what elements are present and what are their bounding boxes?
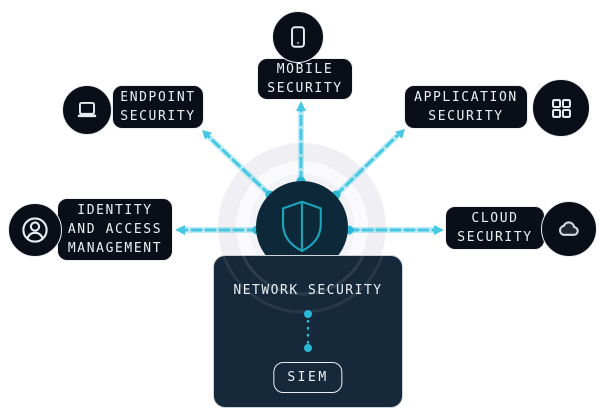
node-label-line: SECURITY <box>120 109 196 124</box>
node-mobile-security-badge <box>272 11 324 63</box>
node-application-security: APPLICATION SECURITY <box>404 85 528 129</box>
node-label-line: IDENTITY <box>77 203 153 218</box>
shield-icon <box>281 200 322 253</box>
laptop-icon <box>77 101 97 118</box>
node-identity-and-access-management: IDENTITY AND ACCESS MANAGEMENT <box>57 198 173 261</box>
node-endpoint-security: ENDPOINT SECURITY <box>112 85 204 129</box>
siem-node: SIEM <box>273 362 343 393</box>
node-label-line: SECURITY <box>457 230 533 245</box>
node-cloud-security: CLOUD SECURITY <box>445 206 545 250</box>
node-label-line: SECURITY <box>428 109 504 124</box>
smartphone-icon <box>291 26 305 48</box>
node-iam-badge <box>8 203 62 257</box>
app-grid-icon <box>551 98 571 118</box>
node-label-line: MANAGEMENT <box>67 241 163 256</box>
node-cloud-security-badge <box>541 201 597 257</box>
node-mobile-security: MOBILE SECURITY <box>257 58 353 100</box>
node-label-line: CLOUD <box>471 211 519 226</box>
node-application-security-badge <box>532 79 590 137</box>
node-label-line: SECURITY <box>267 81 343 96</box>
cloud-icon <box>559 221 579 236</box>
node-label-line: APPLICATION <box>414 90 518 105</box>
network-security-panel: NETWORK SECURITY SIEM <box>213 255 403 408</box>
center-hub <box>256 181 348 273</box>
node-endpoint-security-badge <box>62 85 112 135</box>
node-label-line: AND ACCESS <box>67 222 163 237</box>
user-icon <box>22 217 48 243</box>
node-label-line: ENDPOINT <box>120 90 196 105</box>
node-label-line: MOBILE <box>276 62 334 77</box>
network-security-label: NETWORK SECURITY <box>233 283 383 298</box>
